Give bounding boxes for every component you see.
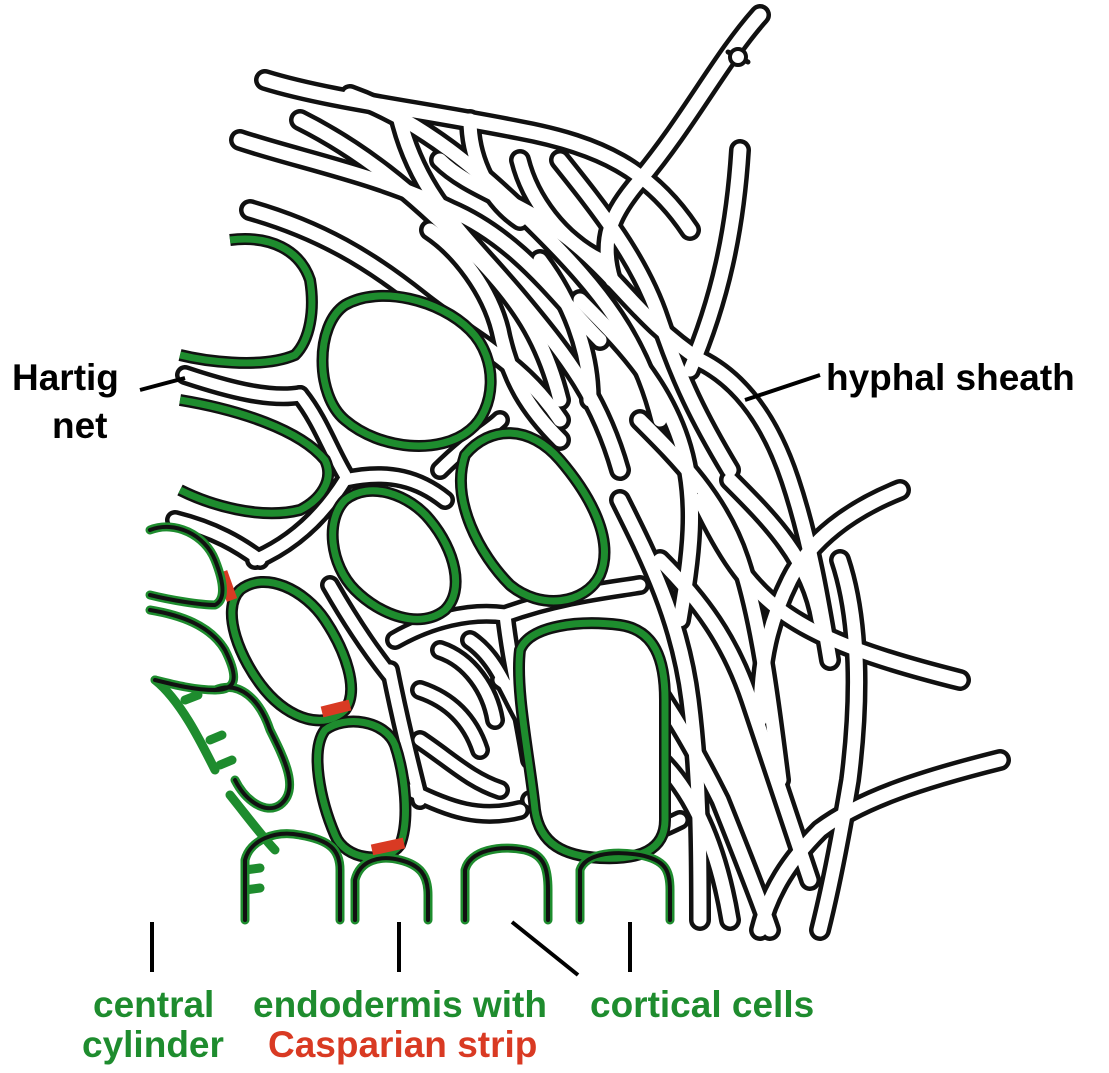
cortical-leader-diagonal	[512, 922, 578, 975]
hyphal-sheath-leader	[745, 375, 820, 400]
hartig-net-label-line2: net	[52, 404, 108, 448]
hyphal-sheath-label: hyphal sheath	[826, 356, 1075, 400]
casparian-strip-label: Casparian strip	[268, 1023, 537, 1067]
hartig-net-label-line1: Hartig	[12, 356, 119, 400]
cortical-cells-label: cortical cells	[590, 983, 814, 1027]
casparian-strip	[322, 705, 350, 712]
casparian-strip	[372, 843, 404, 850]
cortical-cell	[333, 491, 456, 620]
hartig-leader	[140, 378, 185, 390]
central-cylinder-label-line1: central	[93, 983, 214, 1027]
endodermis-label: endodermis with	[253, 983, 547, 1027]
cortical-cell	[461, 433, 604, 601]
central-cylinder-label-line2: cylinder	[82, 1023, 224, 1067]
